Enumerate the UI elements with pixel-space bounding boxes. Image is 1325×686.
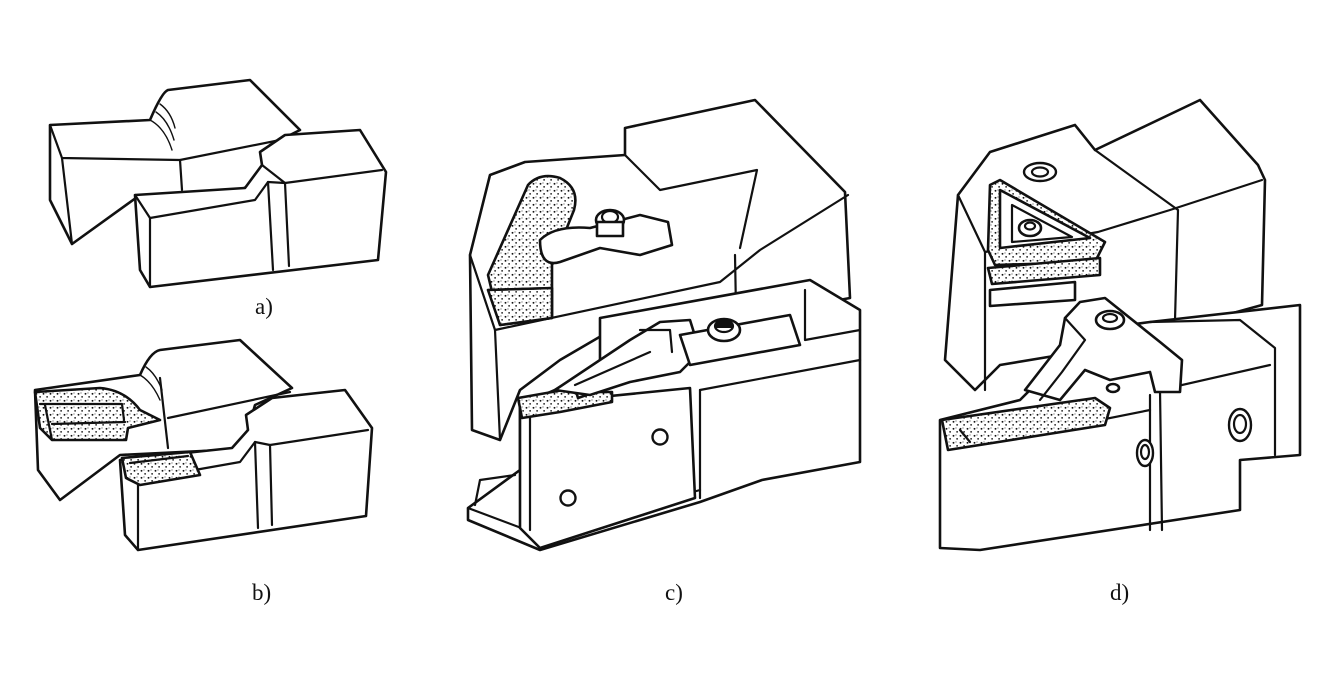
panel-b-brazed-tip-tool: b) bbox=[33, 338, 374, 605]
holder-c-upper-clamp-lever bbox=[538, 208, 674, 265]
holder-c-lower-clamp bbox=[553, 313, 802, 397]
holder-d-lower-body bbox=[938, 303, 1302, 552]
tool-b-rear-insert bbox=[33, 386, 162, 442]
holder-d-screws bbox=[1135, 407, 1253, 468]
holder-d-blade-insert bbox=[940, 396, 1112, 452]
holder-c-upper-insert-seat bbox=[486, 174, 577, 327]
caption-c: c) bbox=[665, 580, 683, 605]
tool-b-front-body bbox=[118, 388, 374, 552]
caption-a: a) bbox=[255, 294, 273, 319]
panel-a-solid-grooving-tool: a) bbox=[48, 78, 388, 319]
screw-hole bbox=[651, 428, 669, 446]
panel-c-clamped-insert-holder: c) bbox=[466, 98, 862, 605]
caption-d: d) bbox=[1110, 580, 1129, 605]
screw-hole-top bbox=[1022, 161, 1058, 183]
screw-hole bbox=[559, 489, 577, 507]
panel-d-screw-clamp-holder: d) bbox=[938, 98, 1302, 605]
tool-a-front-body bbox=[133, 128, 388, 289]
holder-d-lower-clamp bbox=[1023, 296, 1184, 402]
holder-c-blade-plate bbox=[518, 386, 697, 550]
tool-b-front-insert bbox=[120, 450, 202, 487]
holder-d-triangle-insert bbox=[986, 178, 1107, 308]
caption-b: b) bbox=[252, 580, 271, 605]
